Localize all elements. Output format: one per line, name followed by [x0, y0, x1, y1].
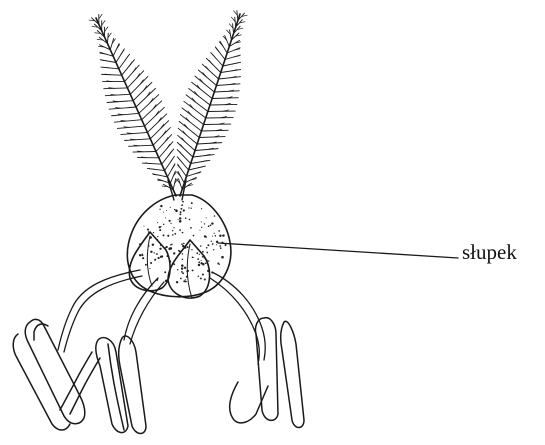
feathery-stigmas	[89, 11, 247, 200]
leader-line	[218, 243, 458, 258]
anther-left	[13, 319, 100, 430]
pistil-label: słupek	[462, 242, 517, 263]
anther-right	[230, 318, 304, 428]
filaments	[58, 270, 265, 364]
anther-center	[96, 336, 146, 434]
lodicules	[129, 232, 209, 298]
